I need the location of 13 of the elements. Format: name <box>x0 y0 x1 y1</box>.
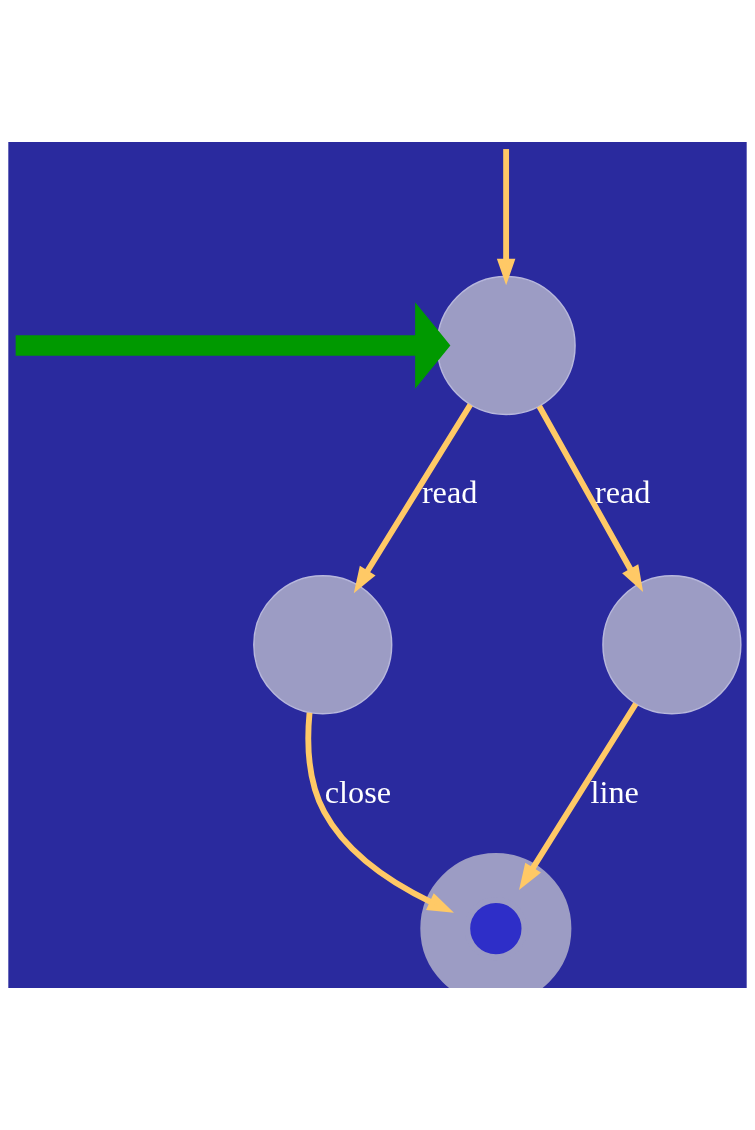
arrow <box>305 712 454 913</box>
arrow <box>496 149 516 286</box>
edge-label: close <box>324 773 392 810</box>
arrow <box>536 404 644 592</box>
node-cylinder <box>253 575 393 715</box>
edge-label: line <box>590 773 639 810</box>
arrow <box>519 702 639 891</box>
edge-label: read <box>594 474 651 511</box>
node-cylinder <box>436 275 576 416</box>
edge-label: read <box>421 474 478 511</box>
arrow <box>353 403 473 594</box>
arrow <box>15 302 451 389</box>
node-cylinder <box>602 575 742 715</box>
